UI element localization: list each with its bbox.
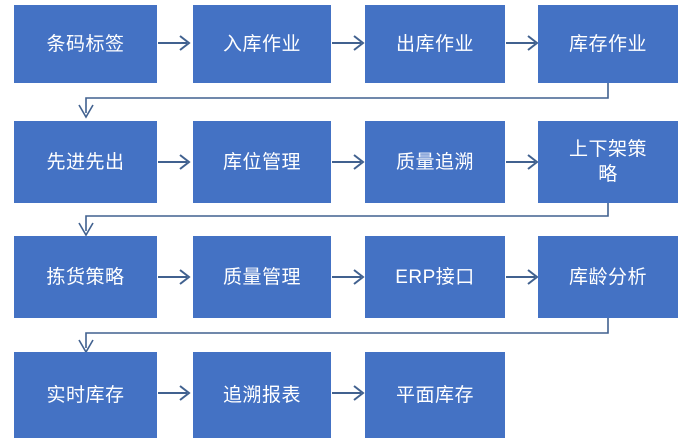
arrow-right-icon <box>158 153 192 171</box>
arrow-right-icon <box>332 268 366 286</box>
flow-node-label: 入库作业 <box>222 33 301 55</box>
flow-node-inventory-operation[interactable]: 库存作业 <box>538 5 678 83</box>
row-connector-2 <box>78 203 618 241</box>
flow-node-location-management[interactable]: 库位管理 <box>193 121 331 203</box>
flow-node-label: 库龄分析 <box>568 266 647 288</box>
flow-node-label: 追溯报表 <box>222 384 301 406</box>
flow-node-label: 先进先出 <box>46 151 125 173</box>
flow-node-label: 质量追溯 <box>395 151 474 173</box>
flow-node-floor-inventory[interactable]: 平面库存 <box>365 352 505 438</box>
flow-node-fifo[interactable]: 先进先出 <box>14 121 157 203</box>
flow-node-quality-traceability[interactable]: 质量追溯 <box>365 121 505 203</box>
arrow-right-icon <box>158 268 192 286</box>
flow-node-label: 上下架策略 <box>568 139 647 185</box>
flow-node-label: 条码标签 <box>46 33 125 55</box>
flow-node-label: 平面库存 <box>395 384 474 406</box>
flow-node-label: 出库作业 <box>395 33 474 55</box>
flow-node-quality-management[interactable]: 质量管理 <box>193 236 331 318</box>
flow-node-label: 库位管理 <box>222 151 301 173</box>
arrow-right-icon <box>158 384 192 402</box>
flow-node-traceability-report[interactable]: 追溯报表 <box>193 352 331 438</box>
flow-node-barcode-label[interactable]: 条码标签 <box>14 5 157 83</box>
flow-node-inbound-operation[interactable]: 入库作业 <box>193 5 331 83</box>
flow-node-label: 质量管理 <box>222 266 301 288</box>
row-connector-3 <box>78 318 618 356</box>
arrow-right-icon <box>332 153 366 171</box>
flow-node-label: 库存作业 <box>568 33 647 55</box>
flow-node-picking-strategy[interactable]: 拣货策略 <box>14 236 157 318</box>
arrow-right-icon <box>506 34 540 52</box>
flow-node-putaway-picking-strategy[interactable]: 上下架策略 <box>538 121 678 203</box>
row-connector-1 <box>78 83 618 121</box>
flow-node-realtime-inventory[interactable]: 实时库存 <box>14 352 157 438</box>
arrow-right-icon <box>506 268 540 286</box>
flow-node-erp-interface[interactable]: ERP接口 <box>365 236 505 318</box>
arrow-right-icon <box>506 153 540 171</box>
flow-node-label: 拣货策略 <box>46 266 125 288</box>
flow-node-outbound-operation[interactable]: 出库作业 <box>365 5 505 83</box>
arrow-right-icon <box>332 34 366 52</box>
arrow-right-icon <box>332 384 366 402</box>
flow-node-stock-age-analysis[interactable]: 库龄分析 <box>538 236 678 318</box>
flow-node-label: 实时库存 <box>46 384 125 406</box>
flow-node-label: ERP接口 <box>395 266 475 288</box>
arrow-right-icon <box>158 34 192 52</box>
